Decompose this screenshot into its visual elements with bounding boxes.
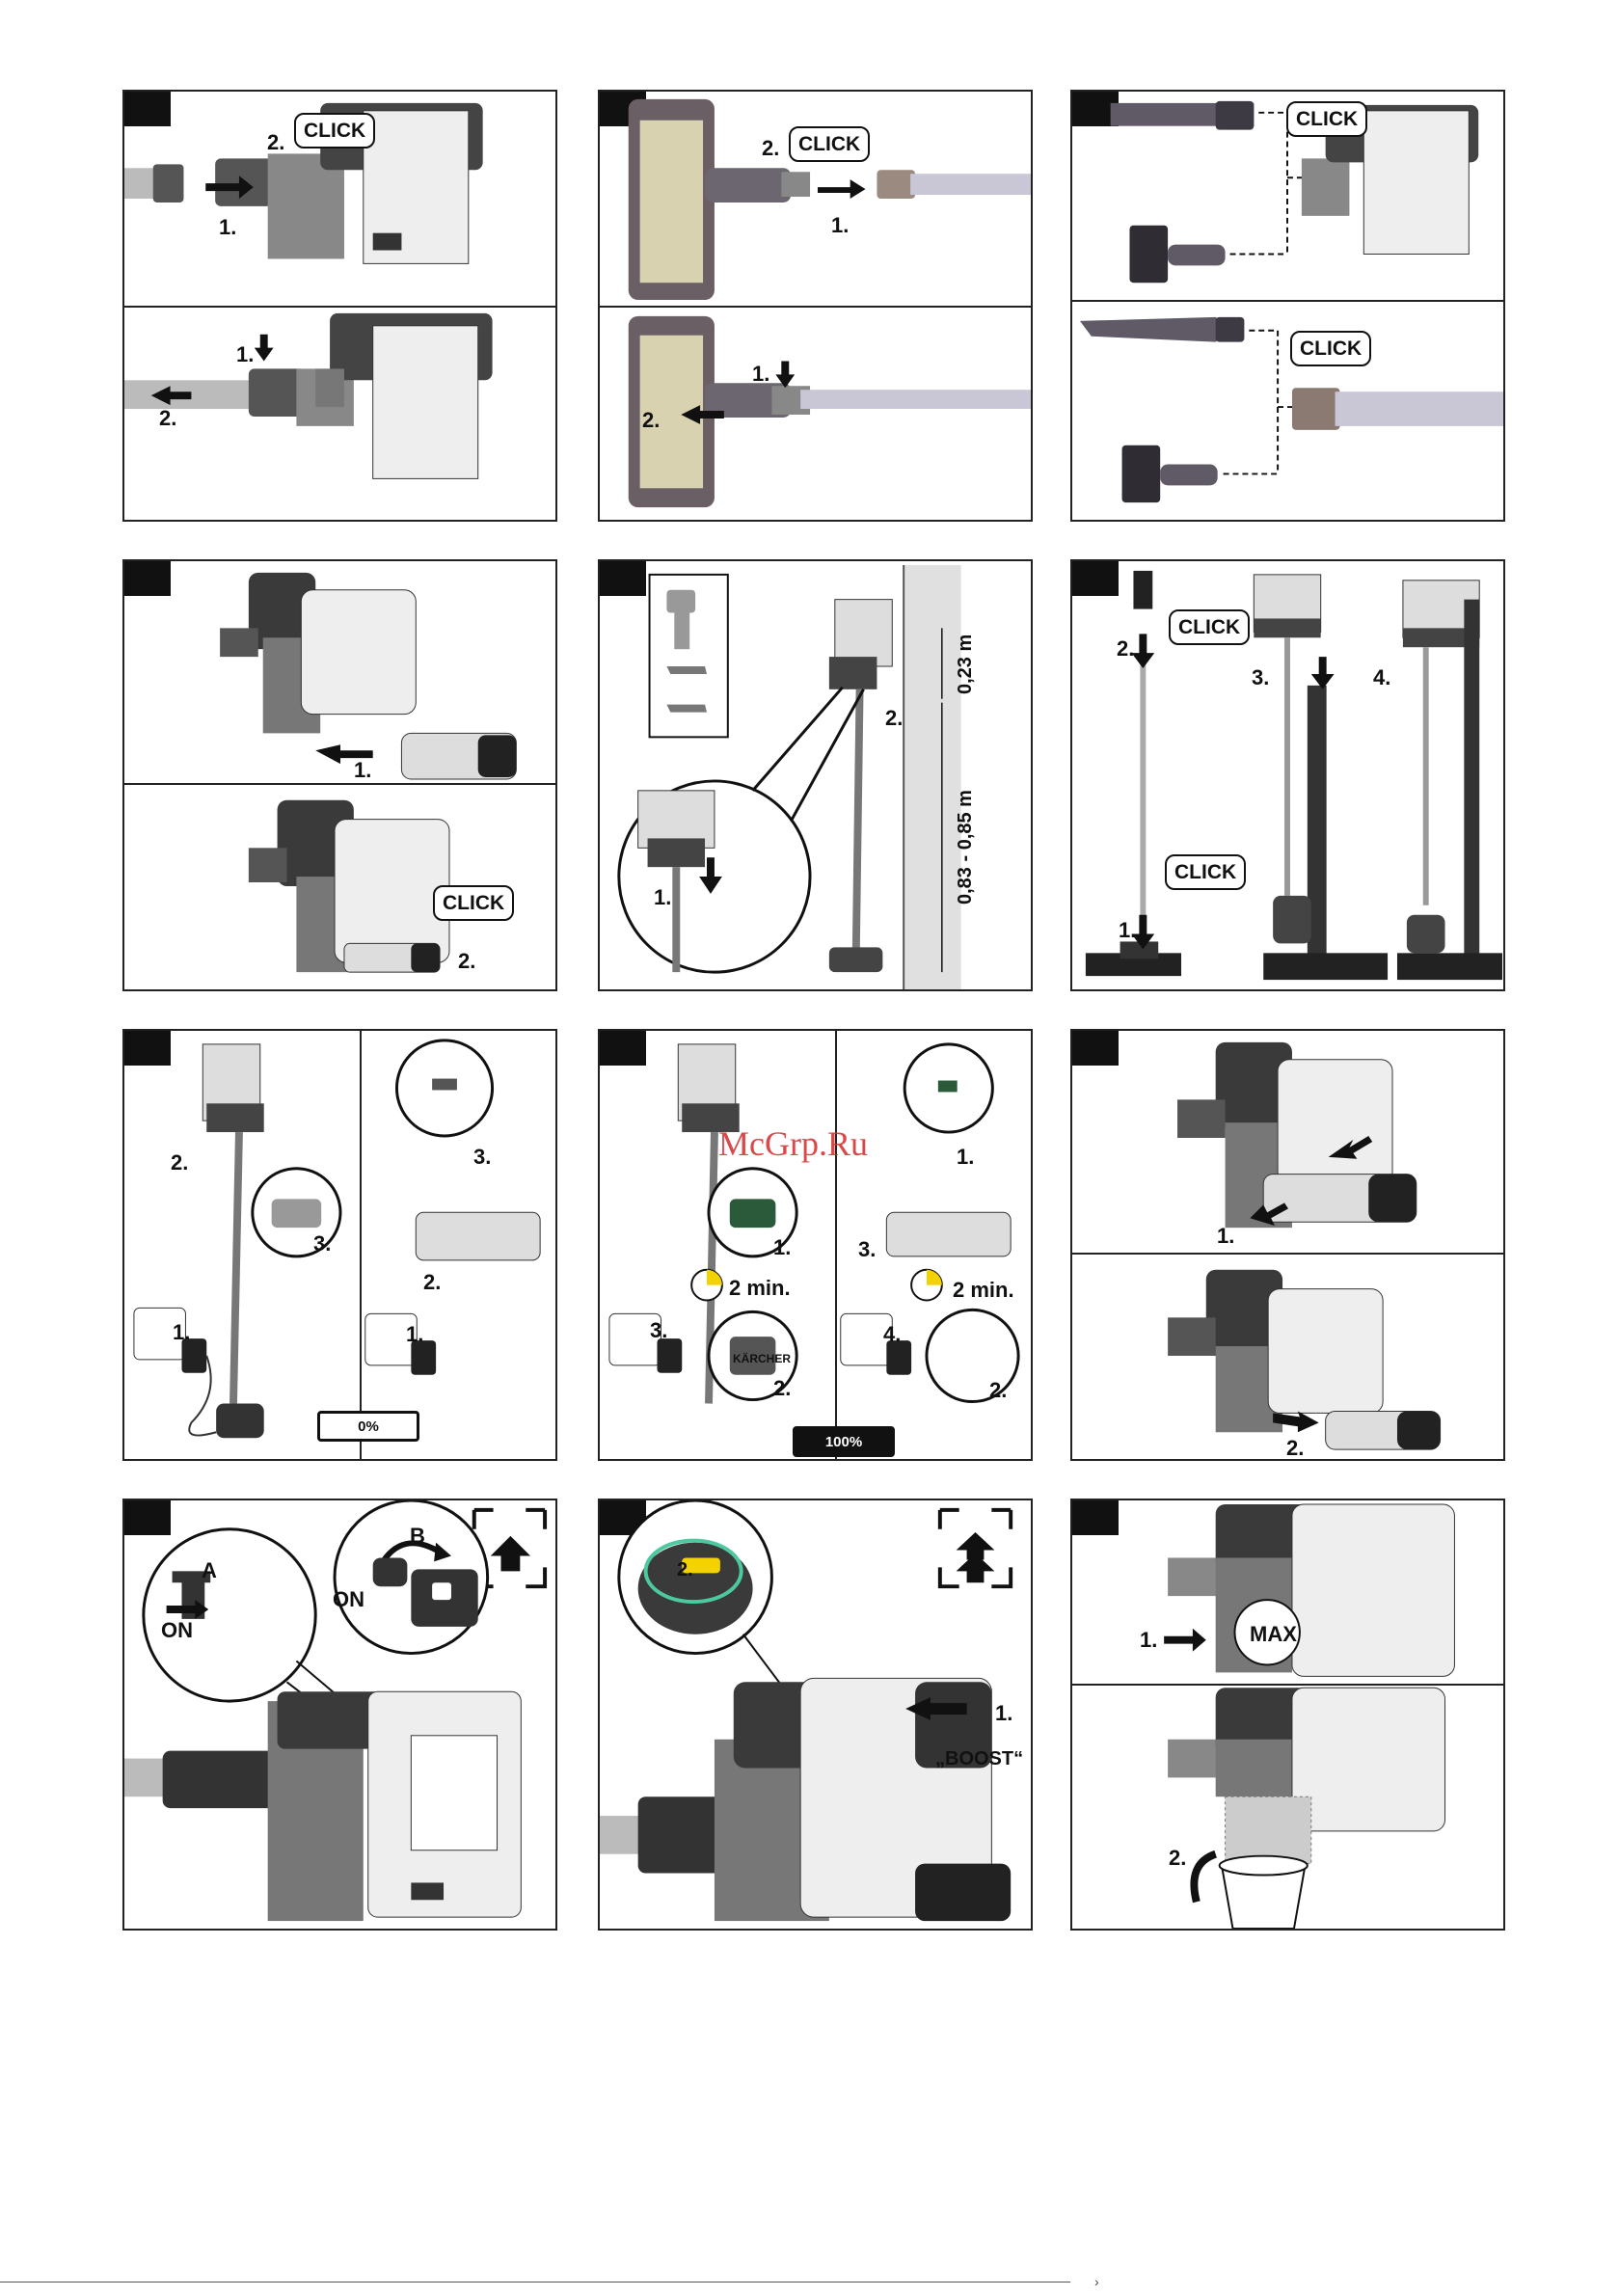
battery-full-indicator: 100% [793,1426,895,1457]
figure-2: CLICK 2. 1. 1. 2. [598,90,1033,522]
step-label: 3. [858,1239,876,1260]
step-label: 1. [831,215,849,236]
step-label: 2. [267,132,284,153]
figure-11: 2. 1. „BOOST“ [598,1499,1033,1931]
step-label: 4. [1373,667,1390,689]
step-label: 1. [236,344,254,365]
power-switch-illustration [124,1500,555,1929]
figure-5: 0,23 m 0,83 - 0,85 m 2. 1. [598,559,1033,991]
step-label: 2. [989,1380,1007,1401]
step-label: 4. [883,1324,901,1345]
accessory-nozzles-illustration [1072,92,1503,520]
step-label: 1. [957,1147,974,1168]
boost-mode-illustration [600,1500,1031,1929]
step-label: 1. [406,1324,423,1345]
charging-station-assembly-illustration [1072,561,1503,989]
height-range-label: 0,83 - 0,85 m [955,790,977,905]
label-on: ON [333,1589,364,1610]
step-label: 2. [642,410,660,431]
step-label: 3. [473,1147,491,1168]
step-label: 2. [773,1378,791,1399]
boost-label: „BOOST“ [935,1749,1023,1769]
brand-label: KÄRCHER [733,1353,791,1364]
battery-empty-indicator: 0% [317,1411,419,1442]
figure-9: 1. 2. [1070,1029,1505,1461]
step-label: 1. [752,364,769,385]
step-label: 1. [173,1322,190,1343]
click-callout: CLICK [1165,854,1246,890]
step-label: 2. [762,138,779,159]
step-label: 3. [650,1320,667,1341]
figure-8: 1. 2 min. 3. KÄRCHER 2. 1. 3. 2 min. 4. … [598,1029,1033,1461]
click-callout: CLICK [789,126,870,162]
wall-mount-illustration [600,561,1031,989]
click-callout: CLICK [433,885,514,921]
step-label: 1. [219,217,236,238]
label-a: A [202,1560,217,1581]
step-label: 2. [1286,1438,1304,1459]
step-label: 3. [313,1233,331,1255]
figure-7: 2. 3. 1. 3. 2. 1. 0% [122,1029,557,1461]
footer-mark: › [1094,2274,1099,2289]
step-label: 2. [1117,638,1134,660]
step-label: 1. [995,1703,1012,1724]
watermark: McGrp.Ru [718,1123,868,1164]
charging-illustration [124,1031,555,1459]
step-label: 1. [1217,1226,1234,1247]
dust-container-empty-illustration [1072,1500,1503,1929]
figure-12: MAX 1. 2. [1070,1499,1505,1931]
step-label: 2. [458,951,475,972]
step-label: 3. [1252,667,1269,689]
timer-label: 2 min. [729,1278,791,1299]
step-label: 2. [677,1560,693,1580]
figure-6: CLICK 2. 3. 4. CLICK 1. [1070,559,1505,991]
timer-label: 2 min. [953,1280,1014,1301]
figure-3: CLICK CLICK [1070,90,1505,522]
step-label: 1. [1119,920,1136,941]
step-label: 1. [654,887,671,908]
step-label: 2. [1169,1848,1186,1869]
figure-10: A ON B ON [122,1499,557,1931]
battery-insert-illustration [124,561,555,989]
max-label: MAX [1250,1624,1297,1645]
step-label: 1. [773,1237,791,1258]
charging-status-illustration [600,1031,1031,1459]
label-on: ON [161,1620,193,1641]
step-label: 1. [354,760,371,781]
click-callout: CLICK [1290,331,1371,366]
height-top-label: 0,23 m [955,635,977,694]
label-b: B [410,1526,425,1547]
step-label: 2. [159,408,176,429]
vacuum-tube-attach-illustration [124,92,555,520]
click-callout: CLICK [1169,609,1250,645]
battery-removal-illustration [1072,1031,1503,1459]
figure-4: 1. CLICK 2. [122,559,557,991]
figure-1: CLICK 2. 1. 1. 2. [122,90,557,522]
click-callout: CLICK [1286,101,1367,137]
step-label: 2. [171,1152,188,1174]
boost-mode-icon [940,1510,1011,1586]
step-label: 2. [885,708,903,729]
click-callout: CLICK [294,113,375,149]
step-label: 1. [1140,1630,1157,1651]
step-label: 2. [423,1272,441,1293]
